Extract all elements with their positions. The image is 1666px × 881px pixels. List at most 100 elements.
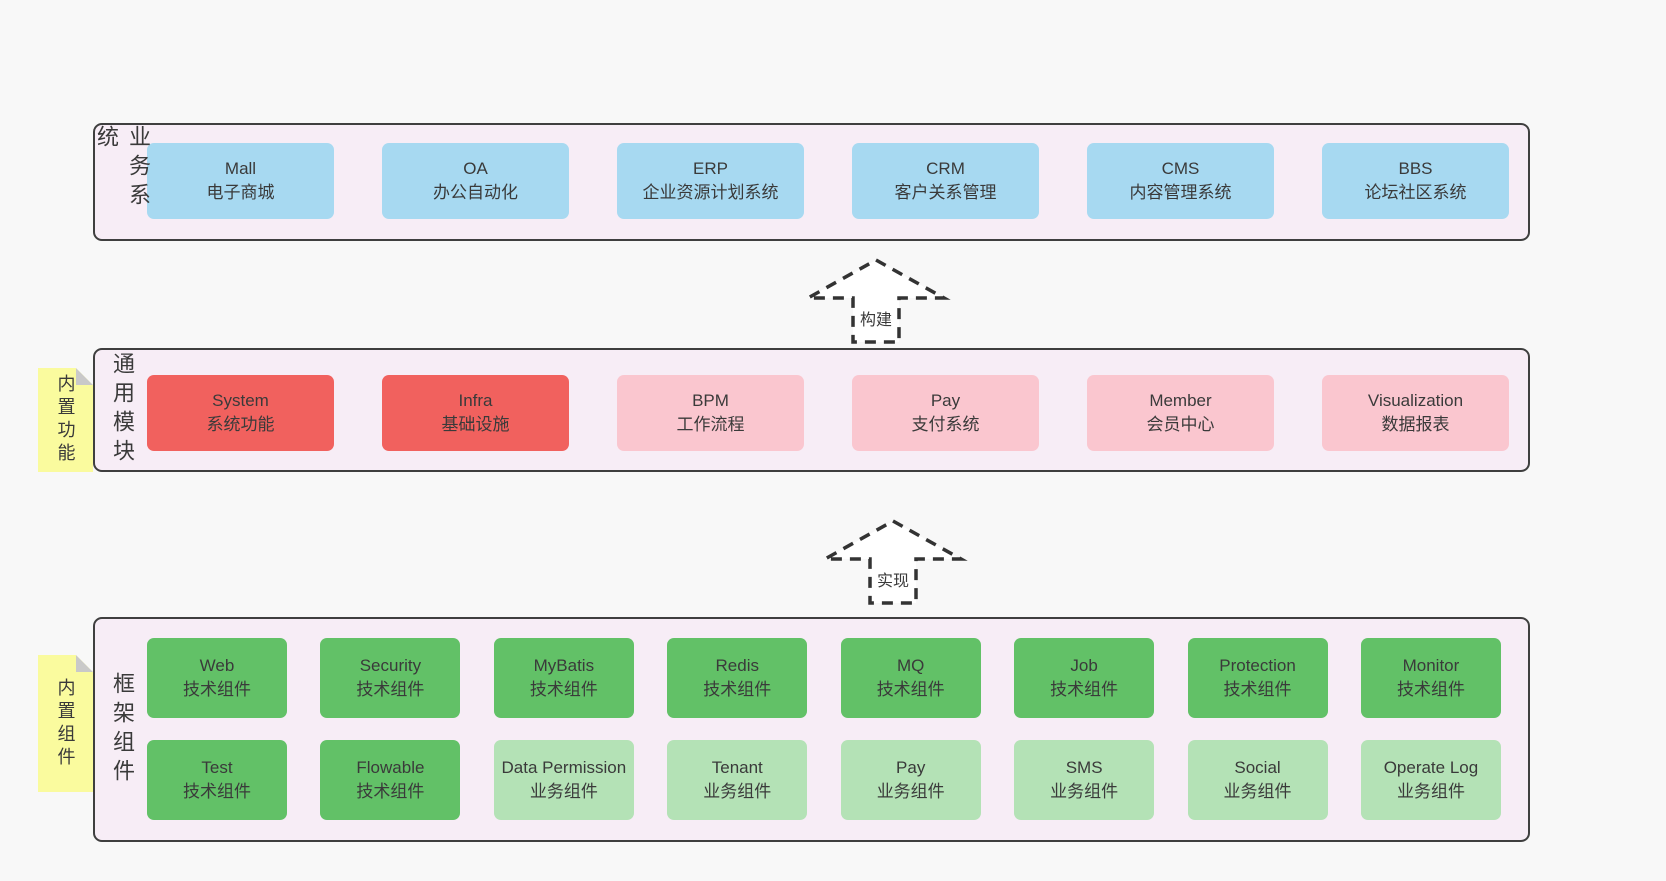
box-subtitle: 业务组件 [529,782,598,801]
box-social: Social 业务组件 [1187,740,1328,820]
box-title: BBS [1398,158,1433,178]
box-subtitle: 技术组件 [1396,680,1465,699]
box-subtitle: 电子商城 [206,183,275,202]
box-data-permission: Data Permission 业务组件 [493,740,634,820]
box-visualization: Visualization 数据报表 [1322,375,1509,451]
box-subtitle: 技术组件 [1223,680,1292,699]
box-subtitle: 基础设施 [441,415,510,434]
box-subtitle: 技术组件 [876,680,945,699]
box-title: BPM [692,390,729,410]
box-web: Web 技术组件 [147,638,287,718]
box-subtitle: 系统功能 [206,415,275,434]
box-protection: Protection 技术组件 [1187,638,1328,718]
box-title: SMS [1065,757,1103,777]
box-sms: SMS 业务组件 [1014,740,1155,820]
box-mq: MQ 技术组件 [840,638,981,718]
box-title: Redis [715,655,759,675]
box-title: Data Permission [501,757,627,777]
layer-label-framework-components: 框架组件 [110,671,135,788]
layer-framework-components: 框架组件 Web 技术组件 Security 技术组件 MyBatis 技术组件 Redis… [93,617,1530,842]
box-subtitle: 会员中心 [1146,415,1215,434]
sticky-note-built-in-components: 内置组件 [38,655,93,792]
box-subtitle: 技术组件 [529,680,598,699]
box-subtitle: 办公自动化 [433,183,518,202]
box-subtitle: 业务组件 [1396,782,1465,801]
arrow-build-label: 构建 [856,306,896,330]
box-title: Web [199,655,235,675]
box-subtitle: 业务组件 [876,782,945,801]
box-title: MQ [896,655,925,675]
box-title: Job [1070,655,1098,675]
box-infra: Infra 基础设施 [382,375,569,451]
box-title: Member [1149,390,1212,410]
box-subtitle: 数据报表 [1381,415,1450,434]
arrow-build: 构建 [796,256,956,346]
sticky-note-label: 内置组件 [55,677,76,770]
box-system: System 系统功能 [147,375,334,451]
box-mybatis: MyBatis 技术组件 [493,638,634,718]
box-subtitle: 技术组件 [183,782,251,801]
box-subtitle: 企业资源计划系统 [642,183,779,202]
box-mall: Mall 电子商城 [147,143,334,219]
box-subtitle: 技术组件 [356,782,425,801]
box-subtitle: 支付系统 [911,415,980,434]
box-subtitle: 技术组件 [703,680,772,699]
arrow-implement: 实现 [813,517,973,607]
box-subtitle: 业务组件 [1050,782,1119,801]
box-title: Mall [224,158,257,178]
box-title: Visualization [1367,390,1464,410]
box-subtitle: 技术组件 [1050,680,1119,699]
box-test: Test 技术组件 [147,740,287,820]
box-title: OA [463,158,488,178]
box-bbs: BBS 论坛社区系统 [1322,143,1509,219]
up-arrow-icon [801,257,951,344]
box-title: Protection [1219,655,1296,675]
box-title: Infra [458,390,493,410]
box-subtitle: 客户关系管理 [894,183,997,202]
box-crm: CRM 客户关系管理 [852,143,1039,219]
box-erp: ERP 企业资源计划系统 [617,143,804,219]
box-title: CMS [1161,158,1200,178]
layer-label-common-modules: 通用模块 [110,352,135,468]
sticky-note-label: 内置功能 [55,374,76,466]
box-subtitle: 业务组件 [1223,782,1292,801]
box-member: Member 会员中心 [1087,375,1274,451]
box-title: System [212,390,269,410]
box-subtitle: 工作流程 [676,415,745,434]
box-subtitle: 论坛社区系统 [1364,183,1467,202]
box-title: Pay [896,757,926,777]
box-flowable: Flowable 技术组件 [320,740,461,820]
box-subtitle: 技术组件 [356,680,425,699]
box-monitor: Monitor 技术组件 [1360,638,1501,718]
up-arrow-icon [818,518,968,605]
sticky-note-built-in-features: 内置功能 [38,368,93,472]
box-title: Flowable [356,757,425,777]
box-title: ERP [693,158,728,178]
box-title: Test [201,757,233,777]
box-title: Security [359,655,422,675]
arrow-implement-label: 实现 [873,567,913,591]
box-title: CRM [926,158,965,178]
box-bpm: BPM 工作流程 [617,375,804,451]
box-title: Operate Log [1383,757,1479,777]
box-title: Tenant [711,757,763,777]
box-security: Security 技术组件 [320,638,461,718]
box-row: Test 技术组件 Flowable 技术组件 Data Permission 业务组件 T… [147,740,1501,820]
box-operate-log: Operate Log 业务组件 [1360,740,1501,820]
box-title: Social [1234,757,1281,777]
box-title: MyBatis [533,655,595,675]
box-job: Job 技术组件 [1014,638,1155,718]
box-subtitle: 技术组件 [183,680,251,699]
box-title: Monitor [1402,655,1460,675]
box-pay: Pay 业务组件 [840,740,981,820]
